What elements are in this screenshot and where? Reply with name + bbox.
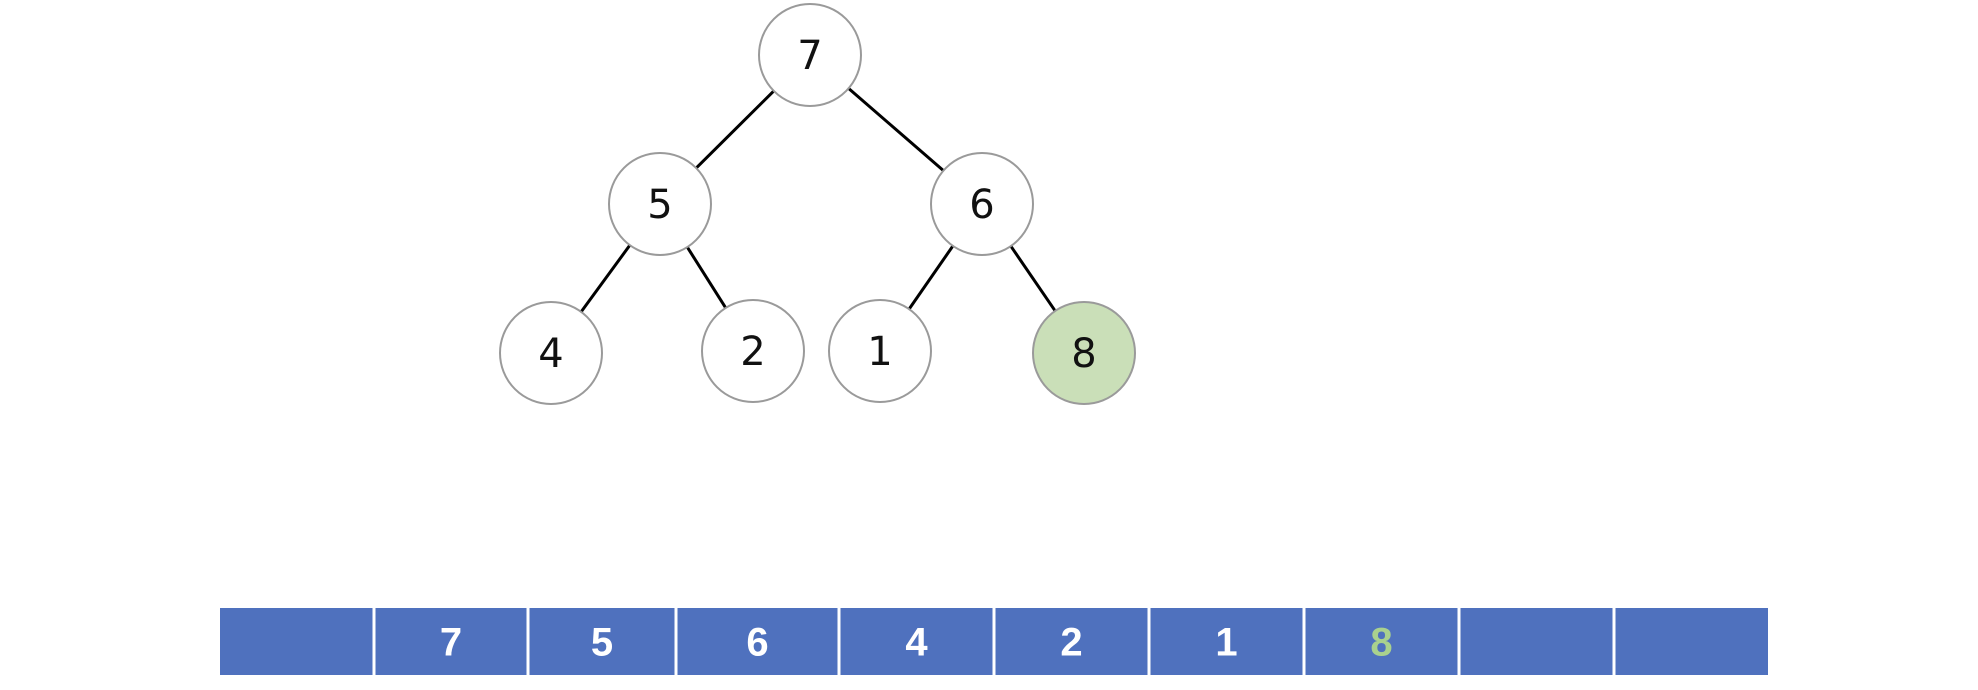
array-cell xyxy=(1614,608,1768,675)
array-cell: 2 xyxy=(994,608,1149,675)
tree-node: 5 xyxy=(608,152,712,256)
node-label: 1 xyxy=(867,329,892,375)
array-cell: 8 xyxy=(1304,608,1459,675)
tree-nodes: 7 5 6 4 2 1 8 xyxy=(499,3,1136,405)
array-cell-box xyxy=(528,608,676,675)
array-cell: 6 xyxy=(676,608,839,675)
tree-node: 1 xyxy=(828,299,932,403)
array-cell-box xyxy=(1149,608,1304,675)
tree-edge-5 xyxy=(1009,245,1057,312)
node-label: 8 xyxy=(1071,331,1096,377)
array-cell-label: 6 xyxy=(746,621,768,665)
tree-node: 6 xyxy=(930,152,1034,256)
tree-node: 7 xyxy=(758,3,862,107)
array-cell-label: 2 xyxy=(1060,621,1082,665)
array-cell-box xyxy=(839,608,994,675)
array-cell-label: 5 xyxy=(591,621,613,665)
tree-edge-0 xyxy=(695,89,775,170)
heap-array: 7 5 6 4 2 1 8 xyxy=(220,608,1768,675)
highlighted-cell-label: 8 xyxy=(1370,621,1392,665)
node-label: 2 xyxy=(740,329,765,375)
node-label: 4 xyxy=(538,331,563,377)
array-cell: 5 xyxy=(528,608,676,675)
node-label: 7 xyxy=(797,33,822,79)
tree-edges xyxy=(579,87,1057,313)
tree-edge-4 xyxy=(907,245,955,310)
array-cell-box xyxy=(676,608,839,675)
node-circle xyxy=(608,152,712,256)
array-cell: 7 xyxy=(374,608,528,675)
node-circle xyxy=(828,299,932,403)
array-cell-box xyxy=(1614,608,1768,675)
array-cell-box xyxy=(1304,608,1459,675)
array-cell-box xyxy=(994,608,1149,675)
array-cell xyxy=(1459,608,1614,675)
tree-node: 2 xyxy=(701,299,805,403)
tree-node: 4 xyxy=(499,301,603,405)
array-cell-box xyxy=(1459,608,1614,675)
tree-edge-2 xyxy=(579,244,632,313)
node-label: 6 xyxy=(969,182,994,228)
array-cell: 4 xyxy=(839,608,994,675)
tree-node: 8 xyxy=(1032,301,1136,405)
node-circle xyxy=(758,3,862,107)
node-label: 5 xyxy=(647,182,672,228)
highlighted-node-circle xyxy=(1032,301,1136,405)
array-cell-box xyxy=(220,608,374,675)
array-cell-label: 4 xyxy=(905,621,928,665)
array-cell-box xyxy=(374,608,528,675)
node-circle xyxy=(930,152,1034,256)
tree-edge-1 xyxy=(847,87,945,172)
array-cell-label: 7 xyxy=(440,621,462,665)
node-circle xyxy=(499,301,603,405)
array-cell xyxy=(220,608,374,675)
array-cell: 1 xyxy=(1149,608,1304,675)
tree-edge-3 xyxy=(685,246,728,309)
array-cell-label: 1 xyxy=(1215,621,1237,665)
node-circle xyxy=(701,299,805,403)
